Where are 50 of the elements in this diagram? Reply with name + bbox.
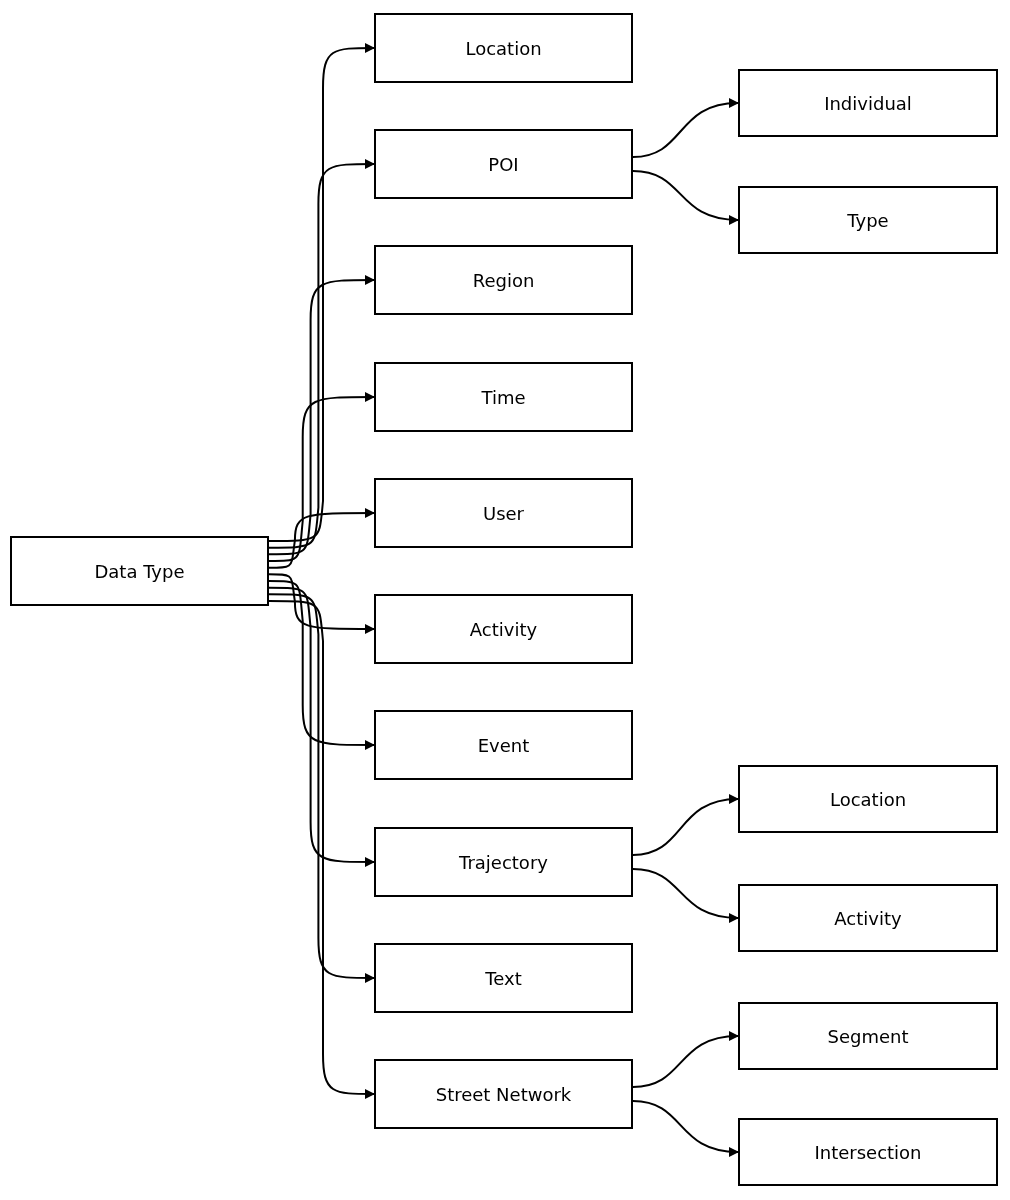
category-box (374, 245, 633, 315)
arrow (632, 794, 739, 856)
arrow (632, 868, 739, 923)
category-box (374, 943, 633, 1013)
box-label: Region (472, 269, 535, 291)
category-box (374, 478, 633, 548)
arrow (268, 43, 375, 542)
arrow (268, 586, 375, 867)
arrow (268, 573, 375, 634)
box-label: Data Type (94, 560, 185, 582)
arrow (268, 392, 375, 562)
category-box (374, 827, 633, 897)
category-box (374, 710, 633, 780)
box-label: Activity (469, 618, 538, 640)
box-label: Segment (827, 1025, 909, 1047)
box-label: Trajectory (459, 851, 548, 873)
box-label: User (483, 502, 524, 524)
arrow (632, 1100, 739, 1157)
category-box (374, 594, 633, 664)
category-box (738, 1002, 998, 1070)
arrow (268, 600, 375, 1099)
category-box (738, 186, 998, 254)
category-box (374, 129, 633, 199)
arrow (632, 170, 739, 225)
category-box (738, 765, 998, 833)
arrow (632, 98, 739, 158)
box-label: Event (477, 734, 530, 756)
box-label: Activity (834, 907, 902, 929)
arrow (268, 593, 375, 983)
arrow (632, 1031, 739, 1088)
category-box (738, 1118, 998, 1186)
box-label: Intersection (814, 1141, 922, 1163)
box-label: Time (481, 386, 526, 408)
category-box (10, 536, 269, 606)
box-label: Street Network (435, 1083, 572, 1105)
category-box (374, 13, 633, 83)
category-box (738, 884, 998, 952)
arrow (268, 580, 375, 750)
box-label: POI (488, 153, 519, 175)
category-box (374, 1059, 633, 1129)
arrow (268, 159, 375, 549)
category-box (374, 362, 633, 432)
box-label: Location (465, 37, 542, 59)
category-box (738, 69, 998, 137)
box-label: Type (847, 209, 889, 231)
box-label: Location (829, 788, 907, 810)
arrow (268, 508, 375, 569)
box-label: Individual (824, 92, 912, 114)
box-label: Text (485, 967, 522, 989)
arrow (268, 275, 375, 556)
